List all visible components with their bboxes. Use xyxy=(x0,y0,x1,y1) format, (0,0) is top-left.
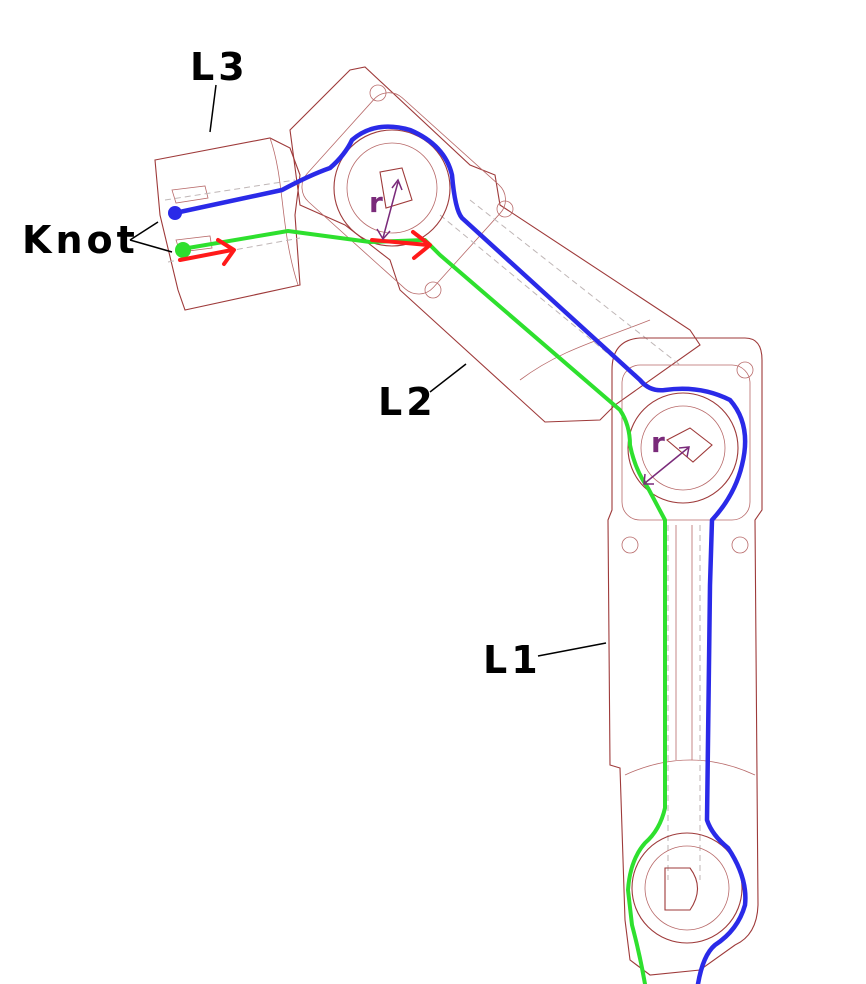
radius-marker-upper xyxy=(376,178,403,241)
joint-base xyxy=(631,832,743,944)
leader-l2 xyxy=(429,363,467,393)
link-l2 xyxy=(289,66,701,423)
leader-knot-upper xyxy=(129,221,159,241)
label-l3: L3 xyxy=(190,45,249,89)
link-l1 xyxy=(607,337,763,976)
label-l1: L1 xyxy=(483,638,542,682)
force-arrow-knot xyxy=(178,238,236,266)
leader-knot-lower xyxy=(129,239,173,253)
blue-tendon-knot xyxy=(168,206,182,220)
green-tendon xyxy=(180,229,667,984)
label-radius-lower: r xyxy=(651,426,665,459)
force-arrow-joint xyxy=(370,230,432,260)
joint-lower xyxy=(627,392,739,504)
green-tendon-knot xyxy=(175,242,191,258)
label-knot: Knot xyxy=(22,218,139,262)
leader-l1 xyxy=(537,642,607,657)
label-radius-upper: r xyxy=(369,186,383,219)
blue-tendon xyxy=(172,124,748,984)
leader-l3 xyxy=(209,84,217,133)
joint-upper xyxy=(333,129,451,247)
link-l3 xyxy=(154,137,301,311)
label-l2: L2 xyxy=(378,380,437,424)
radius-marker-lower xyxy=(643,446,690,485)
